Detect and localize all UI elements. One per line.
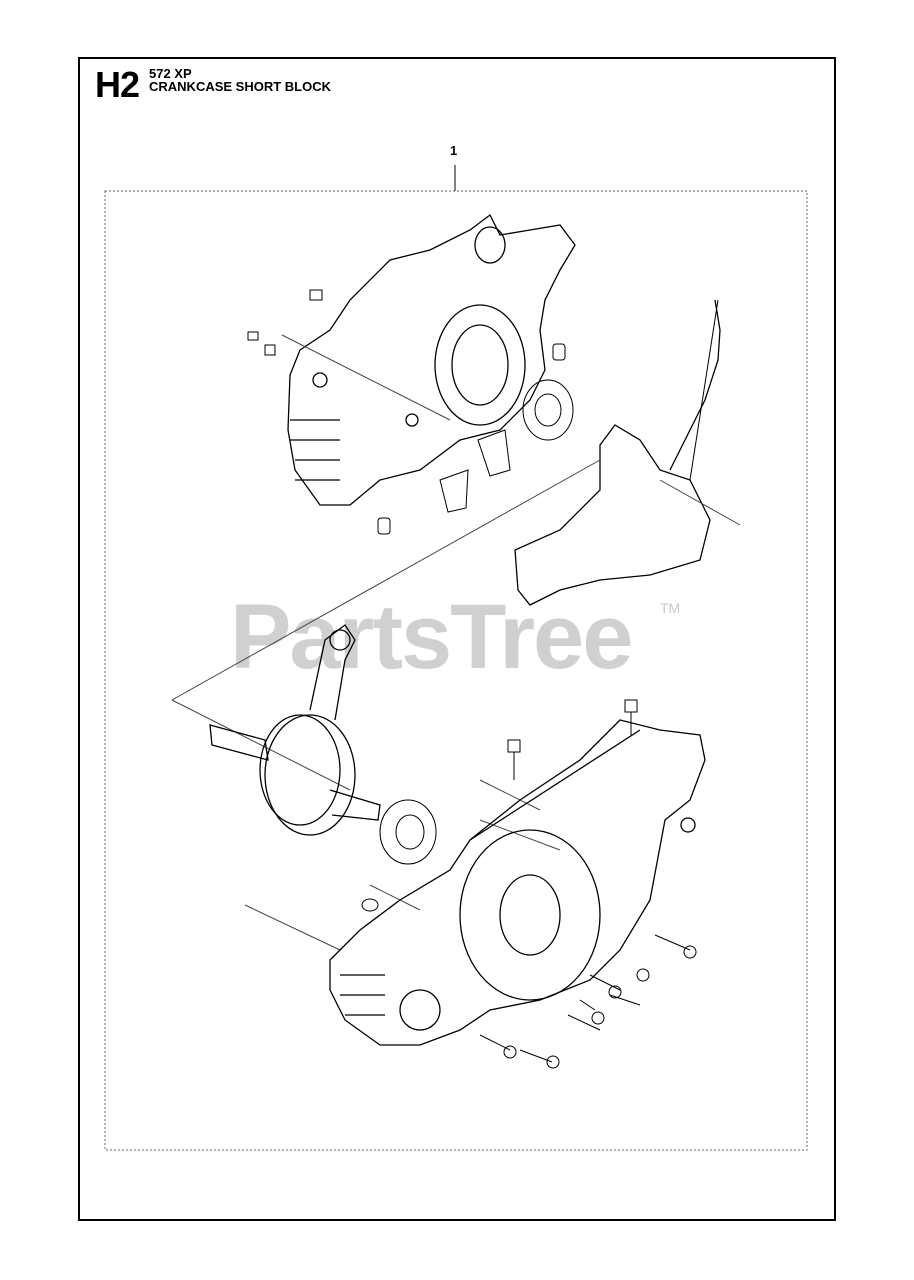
gasket bbox=[514, 299, 721, 606]
screws bbox=[361, 699, 697, 1069]
crankcase-lower-half bbox=[329, 719, 706, 1046]
bearing-upper bbox=[522, 379, 574, 441]
model-name: 572 XP bbox=[149, 66, 192, 81]
bearing-lower bbox=[379, 799, 437, 865]
watermark-tm: TM bbox=[660, 600, 681, 616]
page-frame bbox=[78, 57, 836, 1221]
diagram-title: CRANKCASE SHORT BLOCK bbox=[149, 79, 331, 94]
section-code: H2 bbox=[95, 64, 140, 105]
crankshaft bbox=[209, 624, 381, 836]
crankcase-upper-half bbox=[287, 214, 576, 506]
kit-boundary-box bbox=[104, 190, 808, 1151]
guide-pins bbox=[247, 289, 566, 535]
watermark: PartsTree bbox=[230, 586, 633, 688]
callout-1[interactable]: 1 bbox=[450, 143, 458, 158]
